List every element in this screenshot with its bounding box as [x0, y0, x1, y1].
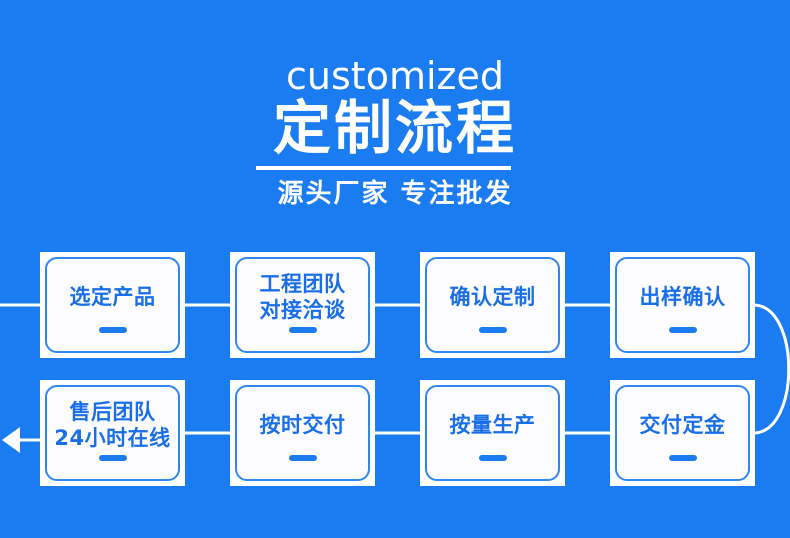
- flow-node-label: 选定产品: [69, 285, 156, 309]
- subtitle: 源头厂家 专注批发: [277, 179, 513, 209]
- flow-node-frame: 确认定制: [425, 257, 560, 353]
- header-block: customized 定制流程 源头厂家 专注批发: [0, 0, 790, 232]
- flow-node-dash-icon: [668, 327, 697, 333]
- flow-node-label: 工程团队 对接洽谈: [259, 272, 346, 322]
- title-divider-rule: [256, 166, 511, 170]
- flow-node-frame: 工程团队 对接洽谈: [235, 257, 370, 353]
- flow-node-dash-icon: [288, 327, 317, 333]
- flow-node-label: 按量生产: [449, 413, 536, 437]
- flow-node-dash-icon: [668, 455, 697, 461]
- flow-node-r1-4[interactable]: 出样确认: [610, 252, 755, 358]
- arrow-left-icon: [2, 427, 20, 453]
- flow-node-r2-4[interactable]: 交付定金: [610, 380, 755, 486]
- flow-node-frame: 交付定金: [615, 385, 750, 481]
- connector-wrap-curve: [754, 303, 790, 435]
- flow-node-r2-2[interactable]: 按时交付: [230, 380, 375, 486]
- flow-node-dash-icon: [478, 455, 507, 461]
- flow-node-label: 按时交付: [259, 413, 346, 437]
- flow-node-dash-icon: [98, 455, 127, 461]
- flow-node-frame: 按量生产: [425, 385, 560, 481]
- flow-node-label: 交付定金: [639, 413, 726, 437]
- title-english: customized: [286, 54, 504, 98]
- flow-node-dash-icon: [288, 455, 317, 461]
- flow-node-frame: 出样确认: [615, 257, 750, 353]
- flow-node-dash-icon: [98, 327, 127, 333]
- flow-node-dash-icon: [478, 327, 507, 333]
- flow-node-r1-3[interactable]: 确认定制: [420, 252, 565, 358]
- title-chinese: 定制流程: [272, 94, 517, 162]
- flow-node-label: 确认定制: [449, 285, 536, 309]
- flow-node-r1-2[interactable]: 工程团队 对接洽谈: [230, 252, 375, 358]
- flow-node-r1-1[interactable]: 选定产品: [40, 252, 185, 358]
- flow-node-r2-1[interactable]: 售后团队 24小时在线: [40, 380, 185, 486]
- flow-node-frame: 按时交付: [235, 385, 370, 481]
- flow-node-label: 出样确认: [639, 285, 726, 309]
- flow-node-frame: 选定产品: [45, 257, 180, 353]
- flow-node-r2-3[interactable]: 按量生产: [420, 380, 565, 486]
- flow-node-frame: 售后团队 24小时在线: [45, 385, 180, 481]
- flow-node-label: 售后团队 24小时在线: [54, 400, 171, 450]
